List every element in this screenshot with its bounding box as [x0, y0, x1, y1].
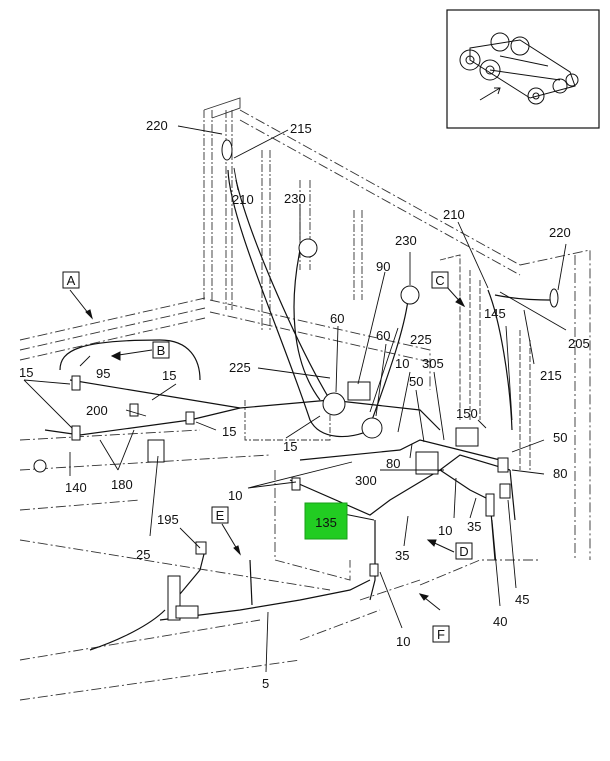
callout-145: 145 [484, 306, 506, 321]
view-letter-a-text: A [67, 273, 76, 288]
highlight-label: 135 [315, 515, 337, 530]
view-letter-d-text: D [459, 544, 468, 559]
callout-10-bottom: 10 [438, 523, 452, 538]
callout-230-left: 230 [284, 191, 306, 206]
callout-210-right: 210 [443, 207, 465, 222]
view-letter-f: F [432, 625, 450, 643]
callout-45: 45 [515, 592, 529, 607]
callout-215-top: 215 [290, 121, 312, 136]
callout-35-right: 35 [467, 519, 481, 534]
cab-structure [19, 97, 591, 701]
inset-view [446, 9, 600, 129]
callout-labels: 220 215 210 230 210 220 90 230 60 60 145… [19, 118, 590, 691]
callout-300: 300 [355, 473, 377, 488]
callout-140: 140 [65, 480, 87, 495]
highlight-box [304, 502, 348, 540]
callout-5: 5 [262, 676, 269, 691]
view-arrows [69, 285, 466, 611]
callout-200: 200 [86, 403, 108, 418]
callout-225-right: 225 [410, 332, 432, 347]
view-letter-d: D [455, 542, 473, 560]
view-letter-b: B [152, 341, 170, 359]
callout-15-mid-left: 15 [162, 368, 176, 383]
view-letter-c: C [431, 271, 449, 289]
callout-225-left: 225 [229, 360, 251, 375]
callout-60-left: 60 [330, 311, 344, 326]
view-letter-c-text: C [435, 273, 444, 288]
view-letter-a: A [62, 271, 80, 289]
callout-15-lower: 15 [283, 439, 297, 454]
callout-90: 90 [376, 259, 390, 274]
callout-15-far-left: 15 [19, 365, 33, 380]
view-letter-f-text: F [437, 627, 445, 642]
callout-10-upper: 10 [395, 356, 409, 371]
callout-80-left: 80 [386, 456, 400, 471]
callout-220-right: 220 [549, 225, 571, 240]
callout-230-right: 230 [395, 233, 417, 248]
callout-25: 25 [136, 547, 150, 562]
callout-180: 180 [111, 477, 133, 492]
highlight-callout-135[interactable]: 135 [304, 502, 348, 540]
callout-80-right: 80 [553, 466, 567, 481]
callout-95: 95 [96, 366, 110, 381]
leader-lines [23, 125, 567, 673]
connectors [33, 139, 559, 621]
callout-60-right: 60 [376, 328, 390, 343]
callout-50-right: 50 [553, 430, 567, 445]
view-letter-b-text: B [157, 343, 166, 358]
view-letter-boxes: A B C D E F [62, 271, 473, 643]
view-letter-e-text: E [216, 508, 225, 523]
callout-305: 305 [422, 356, 444, 371]
view-letter-e: E [211, 506, 229, 524]
callout-35-left: 35 [395, 548, 409, 563]
callout-220-top: 220 [146, 118, 168, 133]
callout-195: 195 [157, 512, 179, 527]
callout-205: 205 [568, 336, 590, 351]
callout-10-left: 10 [228, 488, 242, 503]
callout-210-left: 210 [232, 192, 254, 207]
callout-15-center: 15 [222, 424, 236, 439]
callout-150: 150 [456, 406, 478, 421]
callout-215-right: 215 [540, 368, 562, 383]
callout-10-lowest: 10 [396, 634, 410, 649]
callout-40: 40 [493, 614, 507, 629]
callout-50-left: 50 [409, 374, 423, 389]
